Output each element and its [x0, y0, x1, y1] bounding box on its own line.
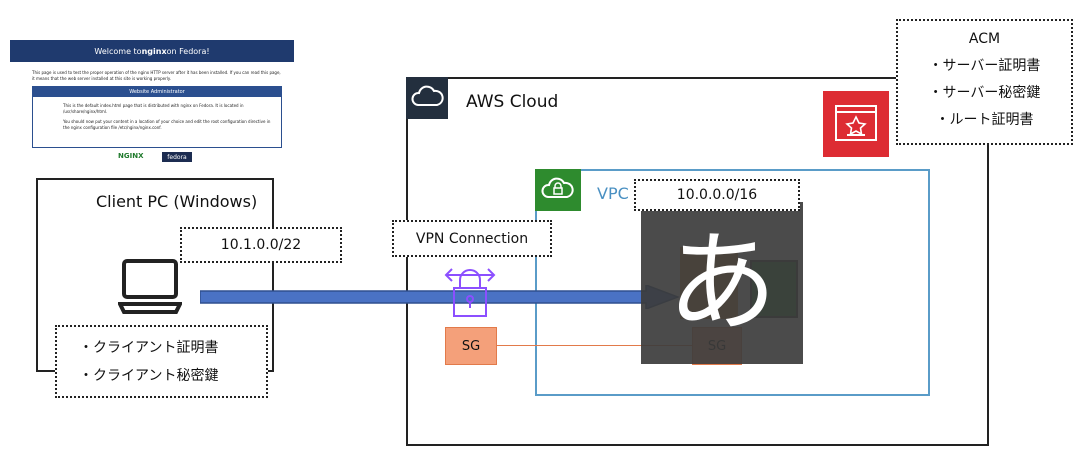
vpn-connection-label: VPN Connection: [392, 220, 552, 257]
aws-cloud-box: [406, 77, 989, 446]
thumbnail-title-prefix: Welcome to: [94, 46, 142, 56]
redaction-overlay: あ: [641, 202, 803, 364]
client-vpn-endpoint-icon: [440, 258, 500, 322]
fedora-logo: fedora: [162, 152, 192, 162]
laptop-icon: [116, 258, 184, 316]
acm-box: ACM ・サーバー証明書 ・サーバー秘密鍵 ・ルート証明書: [896, 19, 1073, 145]
client-cidr-label: 10.1.0.0/22: [180, 227, 342, 263]
vpc-title: VPC: [597, 184, 629, 203]
acm-item: ・サーバー証明書: [928, 58, 1041, 74]
security-group-vpn: SG: [445, 327, 497, 365]
acm-item: ・ルート証明書: [935, 112, 1034, 128]
thumbnail-admin-box: Website Administrator This is the defaul…: [32, 86, 282, 148]
client-certificate-item: ・クライアント秘密鍵: [79, 368, 219, 384]
client-certificates-box: ・クライアント証明書 ・クライアント秘密鍵: [55, 325, 268, 398]
aws-cloud-title: AWS Cloud: [466, 92, 559, 112]
thumbnail-admin-text: This is the default index.html page that…: [63, 103, 273, 131]
thumbnail-intro: This page is used to test the proper ope…: [32, 70, 281, 81]
client-certificate-item: ・クライアント証明書: [79, 340, 219, 356]
security-group-connector: [497, 345, 692, 346]
nginx-welcome-thumbnail: Welcome to nginx on Fedora! This page is…: [10, 40, 294, 165]
thumbnail-title-suffix: on Fedora!: [166, 46, 210, 56]
acm-item: ・サーバー秘密鍵: [928, 85, 1041, 101]
vpc-cidr-label: 10.0.0.0/16: [634, 179, 800, 211]
nginx-logo: NGINX: [118, 152, 144, 160]
overlay-character: あ: [667, 219, 777, 347]
certificate-manager-icon: [823, 91, 889, 157]
thumbnail-admin-text-2: You should now put your content in a loc…: [63, 119, 271, 130]
vpc-icon: [535, 169, 581, 211]
client-pc-title: Client PC (Windows): [96, 192, 258, 211]
thumbnail-title-bar: Welcome to nginx on Fedora!: [10, 40, 294, 62]
thumbnail-admin-title: Website Administrator: [33, 87, 281, 97]
thumbnail-admin-text-1: This is the default index.html page that…: [63, 103, 244, 114]
acm-title: ACM: [968, 31, 1001, 47]
vpc-box: [535, 169, 930, 396]
thumbnail-title-brand: nginx: [141, 46, 167, 56]
aws-cloud-icon: [406, 77, 448, 119]
